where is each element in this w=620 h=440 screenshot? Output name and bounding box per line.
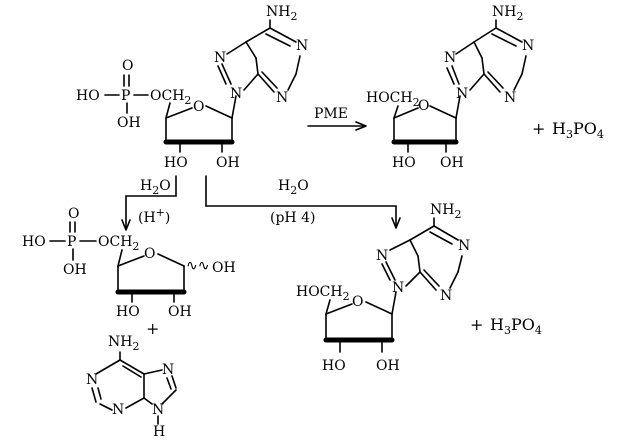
- adenosine-bottom: HOCH2 O HO OH N N NH2 N N: [296, 202, 470, 374]
- r5p-3oh-label: OH: [168, 304, 192, 320]
- ado2-n9-label: N: [392, 280, 404, 296]
- pme-arrow: PME: [307, 106, 367, 131]
- ado2-n3-label: N: [440, 288, 452, 304]
- adenosine-top: HOCH2 O HO OH N N NH2 N N: [366, 4, 534, 171]
- r5p-2ho-label: HO: [116, 304, 140, 320]
- bottom-h3po4-label: H3PO4: [490, 315, 542, 337]
- ado2-ring-o-label: O: [352, 294, 363, 310]
- amp-och2-label: OCH2: [150, 88, 191, 107]
- amp-oh-label: OH: [117, 115, 141, 131]
- r5p-wavy-bond: ∿∿: [186, 258, 209, 274]
- r5p-anomeric-oh-label: OH: [212, 260, 236, 276]
- ado1-nh2-label: NH2: [492, 4, 523, 23]
- ado1-hoch2-label: HOCH2: [366, 90, 420, 109]
- r5p-och2-label: OCH2: [98, 234, 139, 253]
- ado1-n1-label: N: [522, 38, 534, 54]
- r5p-phosphorus-label: P: [67, 234, 76, 250]
- r5p-phosphate-o-label: O: [68, 206, 79, 222]
- ado1-n7-label: N: [444, 50, 456, 66]
- adenine-nh2-label: NH2: [108, 334, 139, 353]
- amp-ho-label: HO: [76, 88, 100, 104]
- adenine-n1-label: N: [86, 372, 98, 388]
- ado2-3oh-label: OH: [376, 358, 400, 374]
- adenine-n9-label: N: [152, 402, 164, 418]
- amp-3oh-label: OH: [216, 155, 240, 171]
- pme-label: PME: [314, 106, 348, 122]
- amp-2ho-label: HO: [164, 155, 188, 171]
- hydrolysis-arrows: H2O (H+) H2O (pH 4): [121, 175, 401, 231]
- ado1-n9-label: N: [456, 86, 468, 102]
- acid-h2o-label: H2O: [140, 178, 171, 197]
- amp-n7-label: N: [214, 50, 226, 66]
- top-h3po4-label: H3PO4: [552, 119, 604, 141]
- r5p-ring-o-label: O: [144, 246, 155, 262]
- top-plus-sign: +: [532, 119, 545, 138]
- neutral-h2o-label: H2O: [278, 178, 309, 197]
- amp-n1-label: N: [296, 38, 308, 54]
- r5p-oh-label: OH: [63, 262, 87, 278]
- ado1-3oh-label: OH: [440, 155, 464, 171]
- amp-nh2-label: NH2: [266, 4, 297, 23]
- bottom-right-plus-sign: +: [470, 315, 483, 334]
- ado2-n7-label: N: [376, 248, 388, 264]
- r5p-ho-label: HO: [22, 234, 46, 250]
- amp-n9-label: N: [230, 86, 242, 102]
- ado2-2ho-label: HO: [322, 358, 346, 374]
- amp-ring-o-label: O: [193, 99, 204, 115]
- amp-phosphate-o-label: O: [122, 58, 133, 74]
- ado1-ring-o-label: O: [418, 98, 429, 114]
- ado2-hoch2-label: HOCH2: [296, 284, 350, 303]
- ado1-n3-label: N: [504, 90, 516, 106]
- amp-molecule: O P HO OH OCH2 O HO OH N N NH2: [76, 4, 308, 171]
- bottom-left-plus-sign: +: [146, 319, 159, 338]
- ado1-2ho-label: HO: [392, 155, 416, 171]
- ribose-phosphate: O P HO OH OCH2 O HO OH ∿∿ OH: [22, 206, 236, 320]
- amp-n3-label: N: [276, 90, 288, 106]
- adenine-n3-label: N: [112, 402, 124, 418]
- adenine: NH2 N N N N H: [86, 334, 177, 440]
- adenine-n9-h-label: H: [153, 424, 165, 440]
- adenine-n7-label: N: [162, 362, 174, 378]
- ado2-n1-label: N: [458, 238, 470, 254]
- ado2-nh2-label: NH2: [430, 202, 461, 221]
- amp-phosphorus-label: P: [121, 88, 130, 104]
- ph4-condition-label: (pH 4): [270, 210, 315, 226]
- acid-condition-label: (H+): [138, 206, 170, 226]
